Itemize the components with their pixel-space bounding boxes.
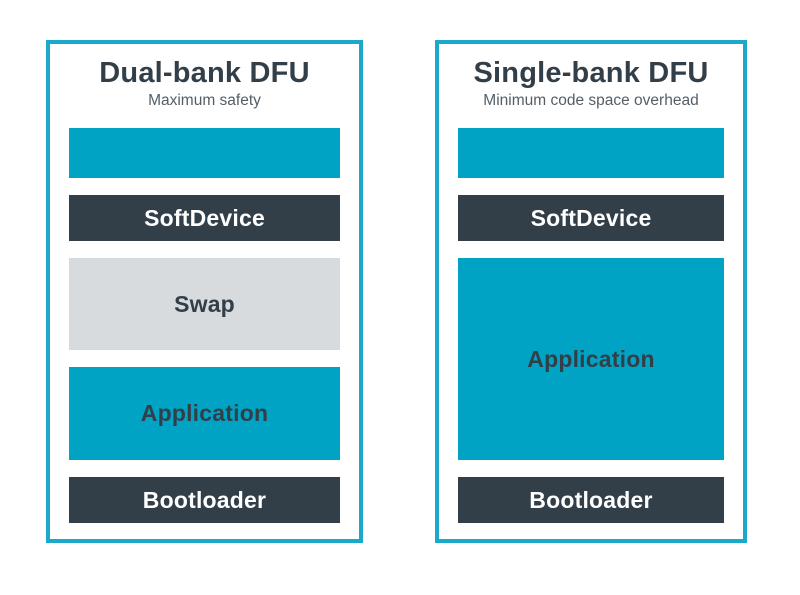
memory-block-label: Bootloader xyxy=(142,486,267,513)
memory-block-softdevice: SoftDevice xyxy=(69,195,340,241)
memory-block-label: SoftDevice xyxy=(144,204,265,231)
memory-block-bootloader: Bootloader xyxy=(458,477,724,523)
panel-single-bank: Single-bank DFU Minimum code space overh… xyxy=(435,40,747,543)
panel-title-single-bank: Single-bank DFU xyxy=(473,57,709,89)
panel-dual-bank-header: Dual-bank DFU Maximum safety xyxy=(69,44,340,128)
memory-block-swap: Swap xyxy=(69,258,340,350)
memory-block-bootloader: Bootloader xyxy=(69,477,340,523)
memory-block-softdevice: SoftDevice xyxy=(458,195,724,241)
panel-single-bank-header: Single-bank DFU Minimum code space overh… xyxy=(458,44,724,128)
panel-subtitle-single-bank: Minimum code space overhead xyxy=(483,92,699,110)
memory-block-label: Bootloader xyxy=(529,486,653,513)
memory-block-label: Swap xyxy=(174,290,235,317)
memory-block-label: Application xyxy=(527,345,655,372)
memory-block-application: Application xyxy=(458,258,724,460)
memory-block-application: Application xyxy=(69,367,340,460)
panel-subtitle-dual-bank: Maximum safety xyxy=(148,92,261,110)
memory-block-free-bank xyxy=(69,128,340,178)
panel-title-dual-bank: Dual-bank DFU xyxy=(99,57,310,89)
memory-block-label: SoftDevice xyxy=(530,204,652,231)
memory-block-label: Application xyxy=(140,400,269,426)
memory-block-free-bank xyxy=(458,128,724,178)
